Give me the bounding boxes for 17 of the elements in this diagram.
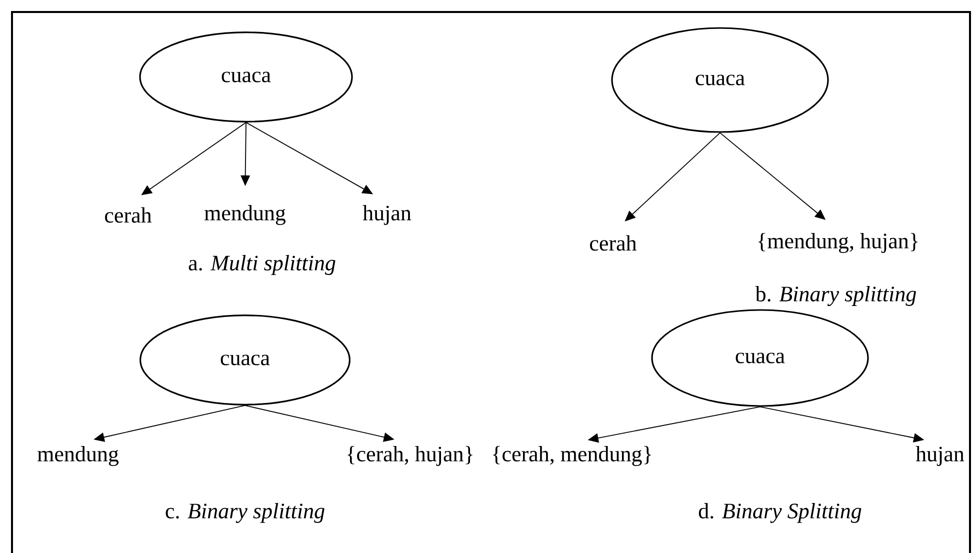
oval-node: cuaca	[139, 32, 353, 122]
oval-node: cuaca	[611, 27, 829, 133]
caption: b. Binary splitting	[755, 286, 916, 306]
node-label: hujan	[362, 205, 412, 225]
oval-node: cuaca	[140, 314, 350, 406]
caption: d. Binary Splitting	[698, 502, 862, 523]
node-label: mendung	[38, 446, 119, 466]
node-label: cerah	[590, 235, 637, 251]
node-label: {mendung, hujan}	[758, 233, 918, 253]
node-label: cerah	[105, 207, 152, 223]
node-label: hujan	[916, 446, 964, 466]
caption: c. Binary splitting	[166, 502, 324, 523]
node-label: {cerah, hujan}	[348, 446, 472, 466]
caption: a. Multi splitting	[188, 255, 336, 275]
node-label: {cerah, mendung}	[493, 446, 651, 466]
oval-node: cuaca	[651, 309, 869, 407]
node-label: mendung	[204, 205, 286, 225]
